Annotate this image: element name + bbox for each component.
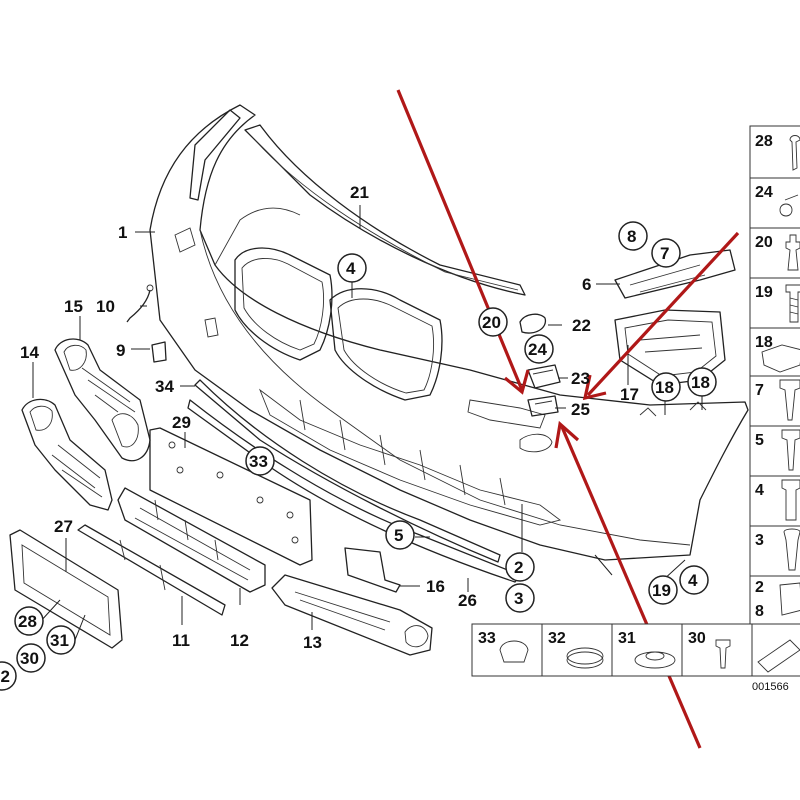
callout-2: 2 — [514, 558, 523, 577]
callout-27: 27 — [54, 517, 73, 536]
callout-30: 30 — [20, 649, 39, 668]
sidebar-item-28: 28 — [755, 133, 773, 150]
callout-32: 32 — [0, 667, 10, 686]
callout-10: 10 — [96, 297, 115, 316]
callout-21: 21 — [350, 183, 369, 202]
sidebar-item-3: 3 — [755, 532, 764, 549]
callout-31: 31 — [50, 631, 69, 650]
callout-33: 33 — [249, 452, 268, 471]
callout-24: 24 — [528, 340, 547, 359]
air-duct-17 — [614, 309, 726, 386]
grille-14 — [21, 398, 113, 511]
callout-28: 28 — [18, 612, 37, 631]
red-arrows — [396, 89, 740, 749]
arrow-bottom — [560, 426, 702, 749]
lower-grille-12 — [117, 487, 266, 593]
upper-trim-strip — [244, 124, 526, 296]
callout-25: 25 — [571, 400, 590, 419]
leader-lines — [32, 205, 703, 641]
callout-labels: 1 21 10 9 15 14 34 29 27 11 12 13 16 26 … — [20, 183, 639, 652]
arrow-top-right — [586, 231, 740, 397]
plate-holder-29 — [149, 427, 313, 566]
sidebar-item-20: 20 — [755, 234, 773, 251]
callout-14: 14 — [20, 343, 39, 362]
callout-34: 34 — [155, 377, 174, 396]
sidebar-item-5: 5 — [755, 432, 764, 449]
bottom-item-30: 30 — [688, 630, 706, 647]
callout-29: 29 — [172, 413, 191, 432]
callout-4-bottom: 4 — [688, 571, 698, 590]
tow-eye-cap-22 — [519, 313, 547, 334]
callout-15: 15 — [64, 297, 83, 316]
license-plate-27 — [9, 529, 123, 649]
callout-23: 23 — [571, 369, 590, 388]
bumper-shell — [149, 104, 749, 561]
bracket-16 — [344, 547, 401, 593]
sidebar-item-4: 4 — [755, 482, 764, 499]
bracket-23 — [527, 364, 561, 389]
callout-18-left: 18 — [655, 378, 674, 397]
callout-12: 12 — [230, 631, 249, 650]
sidebar-item-8: 8 — [755, 603, 764, 620]
callout-5: 5 — [394, 526, 403, 545]
callout-18-right: 18 — [691, 373, 710, 392]
bottom-item-31: 31 — [618, 630, 636, 647]
grille-15 — [54, 338, 151, 462]
diagram-code: 001566 — [752, 681, 789, 693]
lower-insert-13 — [271, 574, 433, 656]
circled-callouts: 4 20 24 8 7 18 18 33 5 2 3 19 4 28 31 30 — [0, 221, 717, 691]
bottom-item-32: 32 — [548, 630, 566, 647]
callout-6: 6 — [582, 275, 591, 294]
side-bracket-6 — [614, 249, 736, 299]
bracket-25 — [527, 395, 559, 417]
callout-26: 26 — [458, 591, 477, 610]
upper-left-bracket — [189, 109, 241, 201]
callout-13: 13 — [303, 633, 322, 652]
callout-11: 11 — [172, 631, 190, 650]
callout-8: 8 — [627, 227, 636, 246]
callout-7: 7 — [660, 244, 669, 263]
strip-34 — [194, 379, 501, 563]
callout-1: 1 — [118, 223, 127, 242]
lower-strip-11 — [77, 524, 226, 616]
fastener-bottom-row: 33 32 31 30 — [471, 623, 800, 677]
bottom-item-33: 33 — [478, 630, 496, 647]
callout-22: 22 — [572, 316, 591, 335]
sidebar-item-24: 24 — [755, 184, 773, 201]
clip-9 — [151, 341, 167, 363]
arrow-top-left — [396, 89, 524, 391]
sensor-wire-10 — [126, 284, 154, 323]
callout-19: 19 — [652, 581, 671, 600]
callout-9: 9 — [116, 341, 125, 360]
callout-16: 16 — [426, 577, 445, 596]
callout-17: 17 — [620, 385, 639, 404]
fastener-sidebar: 28 24 20 19 18 7 5 4 3 2 8 — [749, 125, 800, 627]
callout-4-top: 4 — [346, 259, 356, 278]
callout-20: 20 — [482, 313, 501, 332]
callout-3: 3 — [514, 589, 523, 608]
sidebar-item-19: 19 — [755, 284, 773, 301]
sidebar-item-2: 2 — [755, 579, 764, 596]
sidebar-item-18: 18 — [755, 334, 773, 351]
sidebar-item-7: 7 — [755, 382, 764, 399]
